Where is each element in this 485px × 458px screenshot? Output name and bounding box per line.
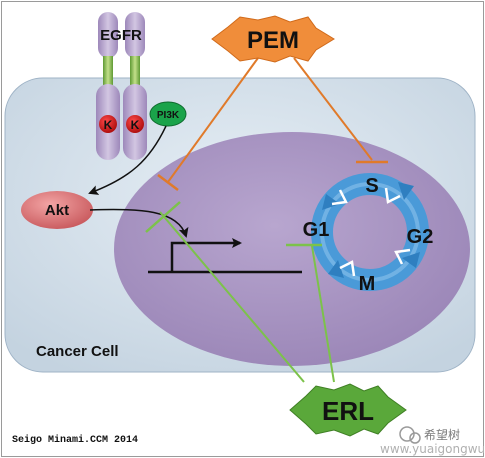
phase-g1-label: G1 bbox=[303, 219, 330, 241]
watermark-url: www.yuaigongwu.com bbox=[380, 442, 485, 456]
akt-node bbox=[21, 191, 93, 229]
pi3k-to-akt-arrow bbox=[88, 125, 167, 195]
kinase-right-icon bbox=[126, 115, 144, 133]
watermark-logo-icon bbox=[399, 426, 421, 444]
pem-inhibition-lines bbox=[157, 57, 388, 191]
kinase-right-label: K bbox=[131, 118, 140, 132]
pi3k-label: PI3K bbox=[157, 110, 180, 121]
kinase-left-icon bbox=[99, 115, 117, 133]
erl-inhibition-lines bbox=[145, 201, 335, 383]
watermark-text: 希望树 bbox=[424, 427, 460, 442]
pem-drug-badge bbox=[211, 15, 335, 63]
cancer-cell-label: Cancer Cell bbox=[36, 343, 119, 360]
cell-cycle-ring bbox=[311, 173, 429, 291]
egfr-label: EGFR bbox=[100, 27, 142, 44]
erl-label: ERL bbox=[322, 396, 374, 426]
phase-g2-label: G2 bbox=[407, 226, 434, 248]
credit-text: Seigo Minami.CCM 2014 bbox=[12, 434, 138, 446]
akt-to-gene-arrow bbox=[89, 208, 189, 238]
transcription-arrow bbox=[170, 238, 242, 272]
erl-drug-badge bbox=[289, 383, 407, 437]
kinase-left-label: K bbox=[104, 118, 113, 132]
pem-label: PEM bbox=[247, 27, 299, 54]
akt-label: Akt bbox=[45, 202, 69, 219]
pi3k-node bbox=[149, 101, 187, 127]
phase-m-label: M bbox=[359, 273, 376, 295]
phase-s-label: S bbox=[365, 175, 378, 197]
